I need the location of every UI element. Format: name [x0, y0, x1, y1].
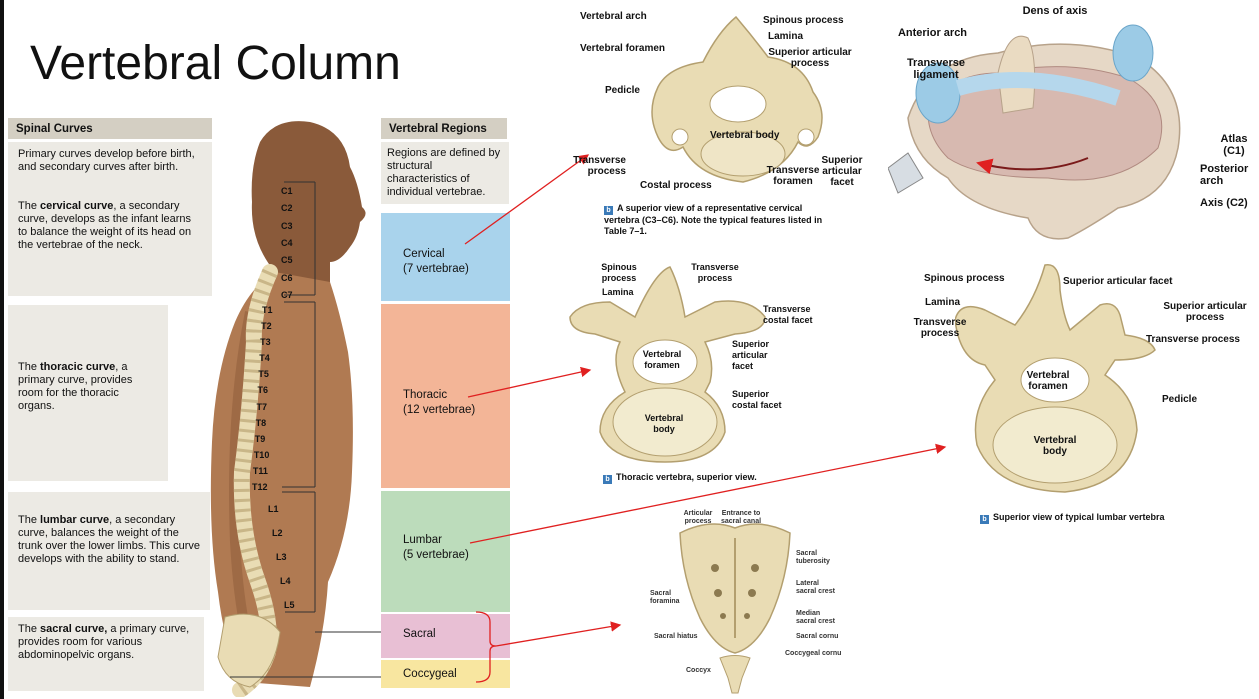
vertebra-label-t2: T2	[261, 321, 272, 332]
thoracic-vertebra-illustration	[569, 266, 766, 463]
cv-pedicle: Pedicle	[604, 85, 640, 96]
head-silhouette	[251, 121, 366, 284]
vertebra-label-t9: T9	[254, 433, 266, 444]
sc-articular-process: Articular process	[683, 510, 713, 525]
cv-lamina: Lamina	[768, 31, 804, 42]
torso-spine-illustration	[210, 121, 390, 697]
lv-superior-articular-process: Superior articular process	[1163, 301, 1247, 323]
tv-superior-articular-facet: Superior articular facet	[732, 339, 770, 371]
tv-lamina: Lamina	[602, 287, 634, 297]
vertebra-label-t8: T8	[255, 417, 267, 428]
vertebra-label-t10: T10	[253, 449, 270, 460]
vertebra-label-l4: L4	[280, 576, 291, 586]
sc-sacral-hiatus: Sacral hiatus	[654, 633, 698, 640]
lv-superior-articular-facet: Superior articular facet	[1063, 276, 1173, 287]
vertebra-label-c7: C7	[281, 290, 293, 300]
sc-sacral-cornu: Sacral cornu	[796, 633, 839, 640]
arrow-sacral	[495, 621, 622, 647]
region-thoracic: Thoracic (12 vertebrae)	[381, 304, 510, 488]
atlas-transverse-ligament: Transverse ligament	[906, 57, 966, 81]
vertebra-label-l3: L3	[276, 552, 287, 562]
lv-pedicle: Pedicle	[1162, 394, 1198, 405]
tv-superior-costal-facet: Superior costal facet	[732, 389, 782, 410]
lumbar-curve-text: The lumbar curve, a secondary curve, bal…	[8, 492, 210, 610]
slide-border	[0, 0, 4, 699]
vertebra-label-t1: T1	[262, 305, 273, 315]
cv-superior-articular-process: Superior articular process	[768, 47, 852, 69]
vertebra-label-t11: T11	[252, 465, 268, 476]
sc-coccygeal-cornu: Coccygeal cornu	[785, 650, 842, 657]
atlas-dens-of-axis: Dens of axis	[1022, 5, 1088, 17]
lv-vertebral-foramen: Vertebral foramen	[1026, 370, 1070, 392]
vertebra-label-c3: C3	[281, 220, 293, 231]
cv-spinous-process: Spinous process	[763, 15, 844, 26]
cv-transverse-foramen: Transverse foramen	[766, 165, 820, 187]
lv-vertebral-body: Vertebral body	[1033, 435, 1077, 457]
tv-spinous-process: Spinous process	[601, 262, 637, 283]
cv-superior-articular-facet: Superior articular facet	[821, 155, 863, 188]
cervical-curve-text: The cervical curve, a secondary curve, d…	[8, 192, 212, 296]
sc-sacral-tuberosity: Sacral tuberosity	[796, 550, 830, 565]
lumbar-vertebra-illustration	[955, 263, 1156, 493]
arrow-cervical	[464, 154, 590, 245]
arrow-lumbar	[469, 443, 947, 544]
vertebra-label-c2: C2	[281, 203, 293, 214]
vertebra-label-t6: T6	[257, 385, 268, 396]
vertebra-label-c5: C5	[281, 255, 293, 266]
region-lumbar: Lumbar (5 vertebrae)	[381, 491, 510, 612]
sc-median-sacral-crest: Median sacral crest	[796, 610, 835, 625]
sc-coccyx: Coccyx	[686, 667, 711, 674]
lv-transverse-process-left: Transverse process	[913, 317, 967, 339]
cv-vertebral-foramen: Vertebral foramen	[580, 43, 666, 54]
region-sacral: Sacral	[381, 614, 510, 658]
lv-spinous-process: Spinous process	[924, 273, 1005, 284]
vertebra-label-t3: T3	[260, 337, 271, 348]
vertebra-label-c6: C6	[281, 272, 293, 283]
cervical-vertebra-illustration	[651, 15, 823, 183]
page-title: Vertebral Column	[30, 37, 401, 90]
sacral-bracket	[475, 611, 497, 683]
vertebra-label-l5: L5	[284, 600, 295, 610]
vertebra-label-t5: T5	[258, 369, 269, 380]
arrow-thoracic	[467, 366, 592, 398]
spinal-curves-header: Spinal Curves	[8, 118, 212, 139]
cv-vertebral-arch: Vertebral arch	[580, 11, 647, 22]
vertebra-label-l1: L1	[268, 504, 279, 514]
vertebra-label-l2: L2	[272, 528, 283, 538]
tv-vertebral-foramen: Vertebral foramen	[642, 349, 682, 370]
sacral-curve-text: The sacral curve, a primary curve, provi…	[8, 617, 204, 691]
vertebra-label-c4: C4	[281, 238, 293, 248]
tv-transverse-process: Transverse process	[691, 262, 739, 283]
atlas-axis-illustration	[888, 24, 1181, 240]
lv-lamina: Lamina	[925, 297, 961, 308]
lv-transverse-process-right: Transverse process	[1146, 334, 1240, 345]
vertebra-label-t12: T12	[252, 482, 268, 492]
atlas-atlas-c1: Atlas (C1)	[1220, 133, 1248, 157]
sacrum-shape	[217, 613, 281, 688]
sc-lateral-sacral-crest: Lateral sacral crest	[796, 580, 835, 595]
cv-transverse-process: Transverse process	[573, 155, 626, 177]
atlas-axis-c2: Axis (C2)	[1200, 197, 1248, 209]
atlas-posterior-arch: Posterior arch	[1200, 163, 1249, 187]
vertebral-regions-intro: Regions are defined by structural charac…	[381, 142, 509, 204]
vertebra-label-t4: T4	[259, 353, 270, 364]
vertebra-label-c1: C1	[281, 186, 293, 196]
sc-sacral-foramina: Sacral foramina	[650, 590, 680, 605]
region-coccygeal: Coccygeal	[381, 660, 510, 688]
vertebra-label-t7: T7	[256, 401, 268, 412]
tv-transverse-costal-facet: Transverse costal facet	[763, 304, 813, 325]
cv-costal-process: Costal process	[640, 180, 712, 191]
sc-entrance-sacral-canal: Entrance to sacral canal	[720, 510, 762, 525]
thoracic-curve-text: The thoracic curve, a primary curve, pro…	[8, 305, 168, 481]
tv-vertebral-body: Vertebral body	[644, 413, 684, 434]
sacrum-coccyx-illustration	[679, 523, 791, 694]
vertebral-regions-header: Vertebral Regions	[381, 118, 507, 139]
cv-vertebral-body: Vertebral body	[710, 130, 780, 141]
atlas-anterior-arch: Anterior arch	[897, 27, 968, 39]
